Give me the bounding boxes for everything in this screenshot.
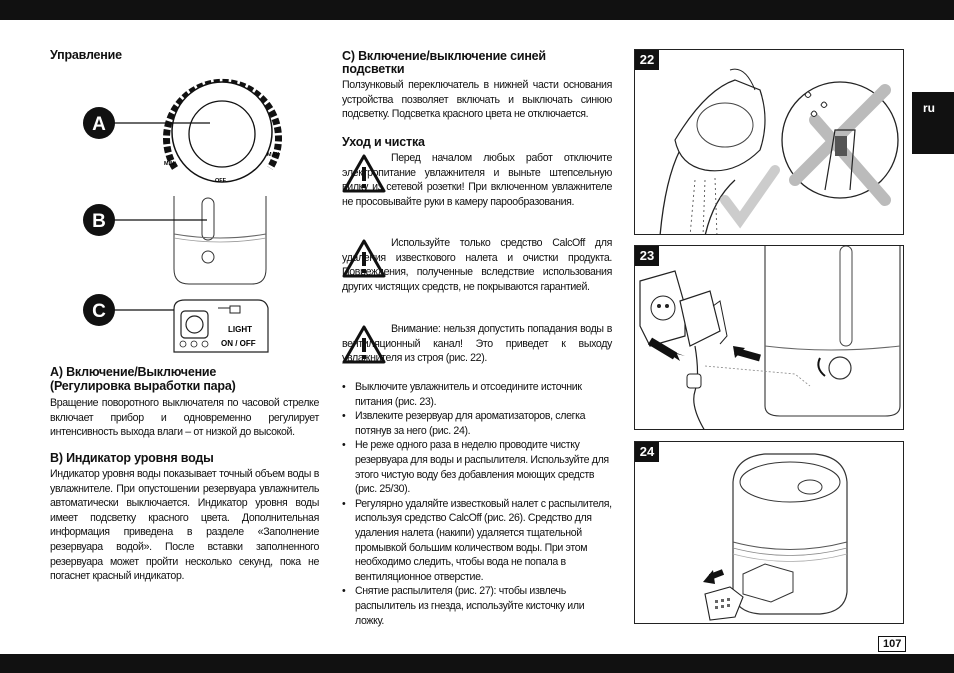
switch-light-label: LIGHT xyxy=(228,325,252,334)
warning-text-1: Перед началом любых работ отключите элек… xyxy=(342,152,612,208)
list-item: Извлеките резервуар для ароматизаторов, … xyxy=(342,409,612,438)
section-a-title-line2: (Регулировка выработки пара) xyxy=(50,379,236,393)
page-number: 107 xyxy=(878,636,907,652)
figure-number: 24 xyxy=(635,442,659,462)
list-item: Не реже одного раза в неделю проводите ч… xyxy=(342,438,612,496)
figure-24: 24 xyxy=(634,441,904,624)
marker-a: A xyxy=(92,114,106,135)
list-item: Выключите увлажнитель и отсоедините исто… xyxy=(342,380,612,409)
dial-illustration: MIN OFF MAX A xyxy=(83,78,282,184)
water-level-illustration: B xyxy=(83,196,267,285)
warning-text-3: Внимание: нельзя допустить попадания вод… xyxy=(342,323,612,365)
figure-23-illustration xyxy=(639,246,901,429)
section-b-text: Индикатор уровня воды показывает точный … xyxy=(50,468,319,583)
section-title-control: Управление xyxy=(50,48,122,62)
warning-text-2: Используйте только средство CalcOff для … xyxy=(342,237,612,293)
section-c-text: Ползунковый переключатель в нижней части… xyxy=(342,79,612,121)
figure-22-illustration xyxy=(659,68,899,234)
figure-number: 23 xyxy=(635,246,659,266)
top-bar xyxy=(0,0,954,20)
figure-number: 22 xyxy=(635,50,659,70)
section-a-title-line1: A) Включение/Выключение xyxy=(50,365,217,379)
list-item: Регулярно удаляйте известковый налет с р… xyxy=(342,497,612,585)
bottom-bar xyxy=(0,654,954,673)
dial-min-label: MIN xyxy=(164,161,174,167)
figure-24-illustration xyxy=(703,453,848,621)
section-c-title-line1: C) Включение/выключение синей xyxy=(342,49,546,63)
care-title: Уход и чистка xyxy=(342,135,425,149)
controls-illustration: MIN OFF MAX A B LIGHT ON / OFF C xyxy=(83,78,282,353)
list-item: Снятие распылителя (рис. 27): чтобы извл… xyxy=(342,584,612,628)
marker-c: C xyxy=(92,301,106,322)
light-switch-illustration: LIGHT ON / OFF C xyxy=(83,294,269,353)
dial-max-label: MAX xyxy=(267,152,280,158)
warning-icon xyxy=(342,239,386,278)
figure-23: 23 xyxy=(634,245,904,430)
warning-icon xyxy=(342,325,386,364)
section-c-title-line2: подсветки xyxy=(342,62,405,76)
warning-icon xyxy=(342,154,386,193)
section-b-title: B) Индикатор уровня воды xyxy=(50,451,214,465)
switch-onoff-label: ON / OFF xyxy=(221,339,256,348)
cleaning-steps-list: Выключите увлажнитель и отсоедините исто… xyxy=(342,380,612,628)
section-a-text: Вращение поворотного выключателя по часо… xyxy=(50,397,319,439)
language-tab: ru xyxy=(912,92,954,154)
figure-22: 22 xyxy=(634,49,904,235)
marker-b: B xyxy=(92,211,106,232)
dial-off-label: OFF xyxy=(215,178,227,184)
